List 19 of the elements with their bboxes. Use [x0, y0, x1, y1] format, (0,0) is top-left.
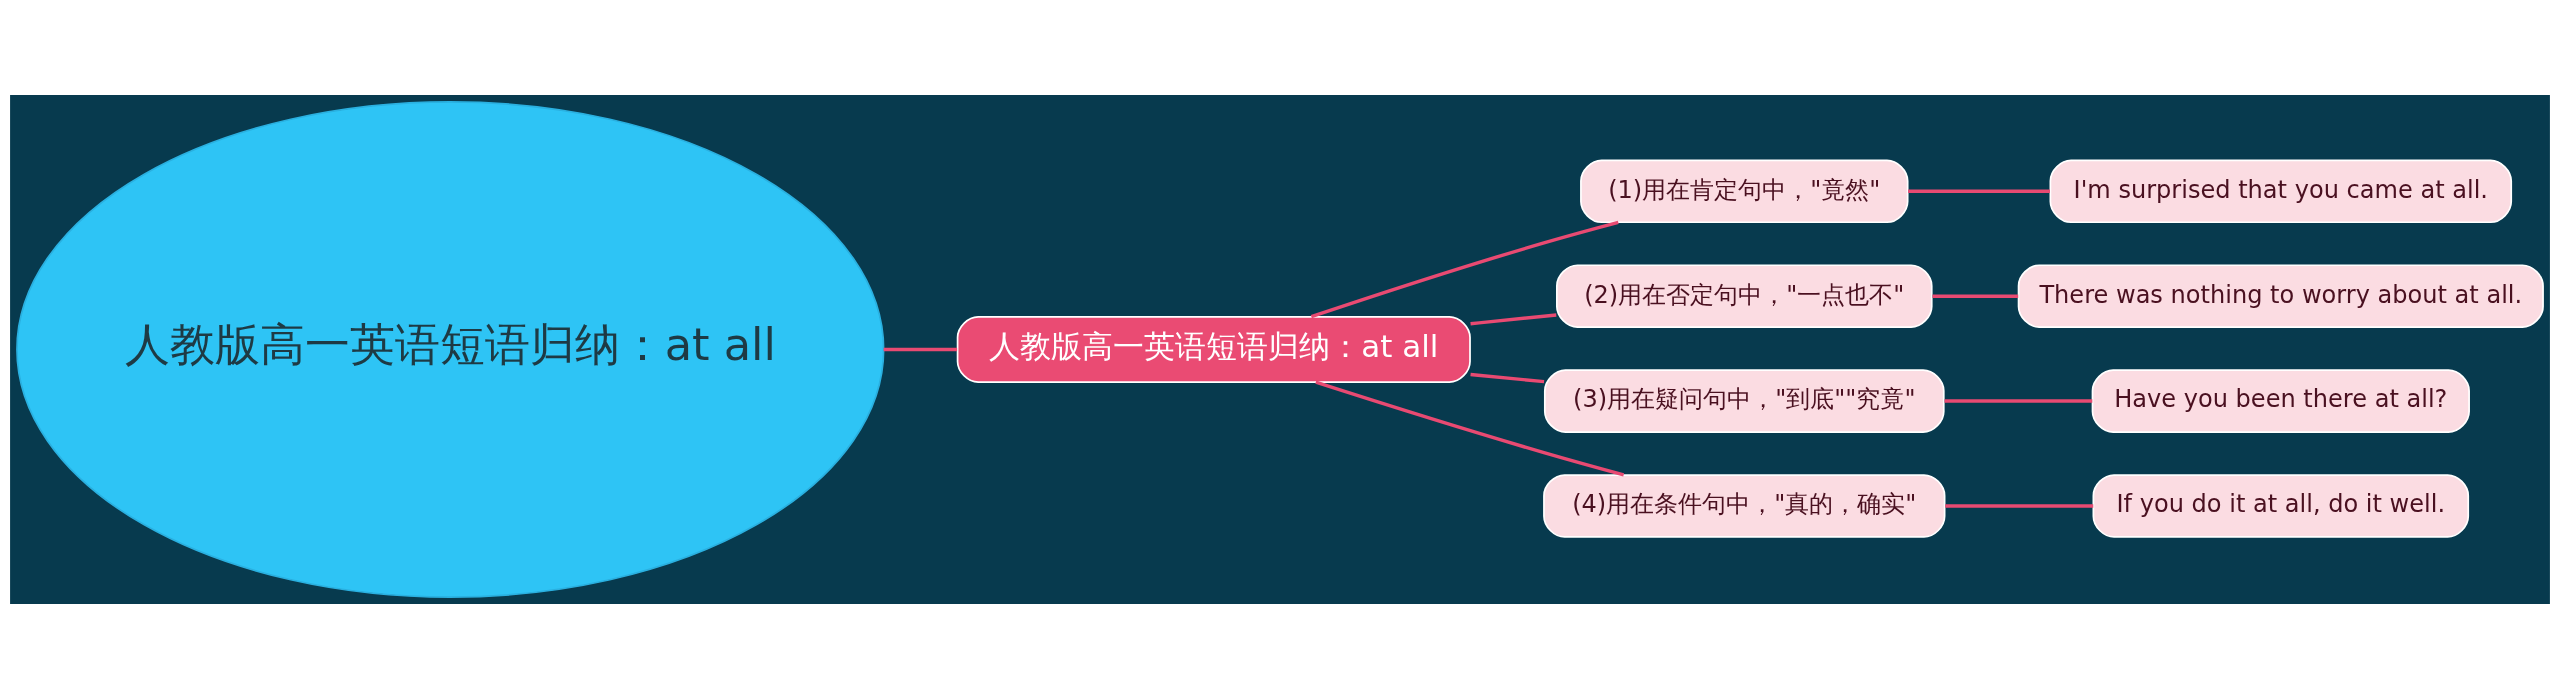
node-box: I'm surprised that you came at all.	[2049, 159, 2513, 224]
connector	[1310, 220, 1619, 319]
connector	[1908, 189, 2050, 193]
connector	[1944, 399, 2093, 403]
node-ellipse: 人教版高一英语短语归纳：at all	[16, 101, 885, 598]
node-box: (2)用在否定句中，"一点也不"	[1556, 264, 1933, 328]
node-box: (4)用在条件句中，"真的，确实"	[1543, 474, 1946, 538]
connector	[1945, 504, 2094, 508]
connector	[1932, 294, 2019, 298]
node-box: (1)用在肯定句中，"竟然"	[1580, 159, 1909, 224]
connector	[1315, 380, 1625, 477]
connector	[1470, 313, 1557, 326]
connector	[883, 347, 958, 352]
connector	[1470, 372, 1545, 384]
node-box: If you do it at all, do it well.	[2092, 474, 2470, 538]
node-box: 人教版高一英语短语归纳：at all	[956, 315, 1471, 384]
node-box: Have you been there at all?	[2091, 369, 2470, 433]
node-box: There was nothing to worry about at all.	[2017, 264, 2544, 328]
node-box: (3)用在疑问句中，"到底""究竟"	[1543, 369, 1945, 433]
